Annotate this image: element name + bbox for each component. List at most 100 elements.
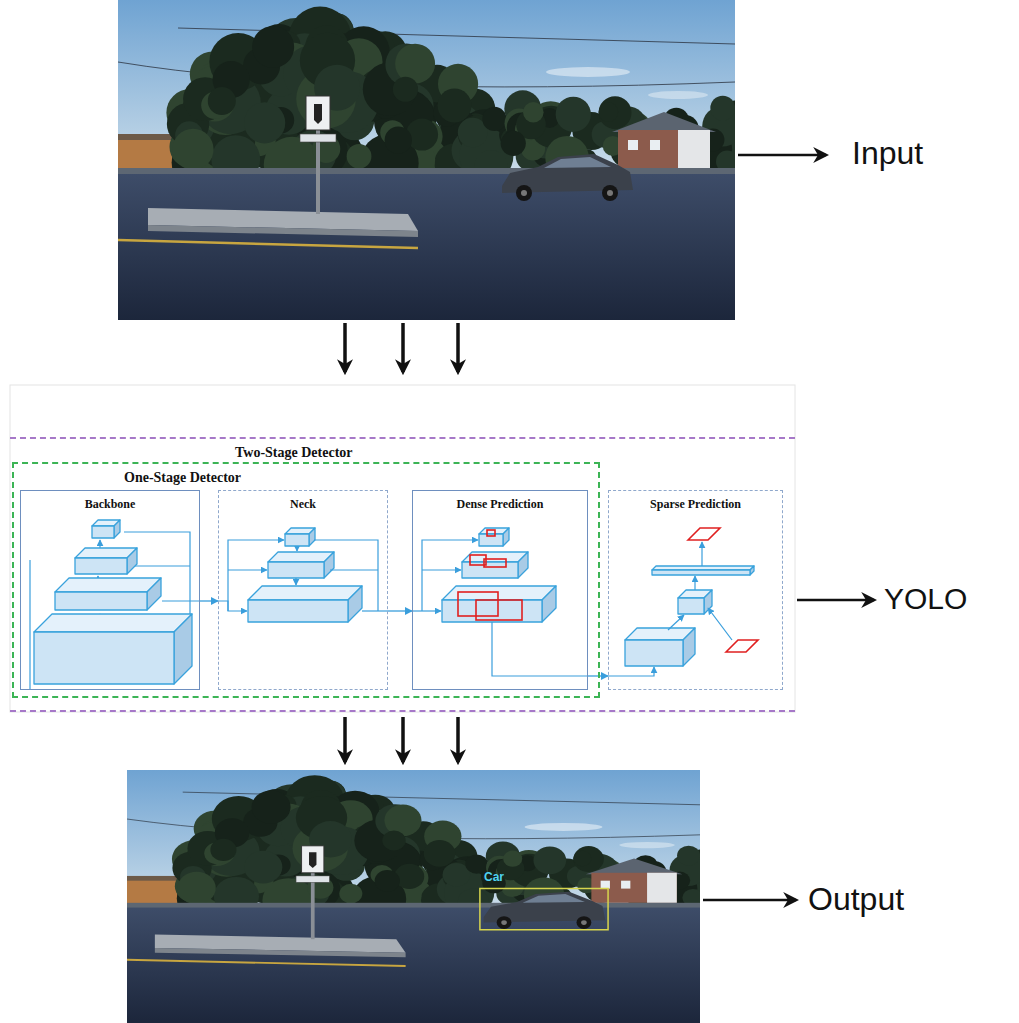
flow-arrow <box>703 899 796 902</box>
illustration-part <box>268 562 324 578</box>
illustration-part <box>406 119 438 151</box>
illustration-part <box>252 791 291 824</box>
illustration-part <box>375 870 400 892</box>
illustration-part <box>678 598 704 614</box>
anchor-box <box>484 559 506 567</box>
illustration-part <box>296 876 329 882</box>
stage-label: Output <box>808 881 904 918</box>
flow-arrow <box>456 323 460 372</box>
illustration-part <box>244 102 285 143</box>
flow-arrow <box>343 717 347 762</box>
illustration-part <box>523 102 544 123</box>
node-title: Dense Prediction <box>457 498 544 512</box>
illustration-part <box>127 770 700 920</box>
illustration-part <box>573 851 591 866</box>
illustration-part <box>118 168 735 174</box>
layer-block <box>75 548 137 574</box>
feature-wire <box>362 610 388 611</box>
illustration-part <box>602 185 618 201</box>
feature-wire <box>701 542 702 566</box>
illustration-part <box>544 157 611 168</box>
layer-block <box>678 590 712 614</box>
illustration-part <box>710 96 735 121</box>
illustration-part <box>677 846 700 866</box>
layer-block <box>34 614 192 684</box>
illustration-part <box>314 104 322 124</box>
feature-wire <box>29 560 30 690</box>
illustration-part <box>309 852 316 868</box>
illustration-part <box>648 91 708 99</box>
illustration-part <box>591 873 676 903</box>
illustration-part <box>208 87 236 115</box>
region-proposal <box>726 640 758 652</box>
flow-arrow <box>738 154 826 157</box>
illustration-part <box>581 920 587 925</box>
illustration-part <box>516 185 532 201</box>
flow-arrow <box>401 717 405 762</box>
illustration-part <box>248 600 348 622</box>
illustration-part <box>518 552 528 578</box>
feature-wire <box>422 569 461 570</box>
illustration-part <box>309 528 315 546</box>
flow-connector <box>588 675 608 676</box>
illustration-part <box>621 881 630 889</box>
feature-wire <box>314 540 378 611</box>
illustration-part <box>462 552 528 562</box>
dense-prediction-box: Dense Prediction <box>412 490 588 690</box>
layer-block <box>652 566 754 575</box>
node-title: One-Stage Detector <box>124 470 241 486</box>
illustration-part <box>210 839 236 861</box>
node-title: Two-Stage Detector <box>235 445 353 461</box>
illustration-part <box>118 172 735 320</box>
illustration-part <box>601 881 610 889</box>
illustration-part <box>542 586 556 622</box>
stage-label: Input <box>852 135 923 172</box>
illustration-part <box>482 107 506 131</box>
illustration-part <box>497 916 512 929</box>
illustration-part <box>147 578 161 610</box>
illustration-part <box>442 586 556 600</box>
node-title: Backbone <box>85 498 136 512</box>
illustration-part <box>339 884 362 904</box>
flow-arrow <box>456 717 460 762</box>
layer-block <box>442 586 556 622</box>
illustration-part <box>501 131 526 156</box>
illustration-part <box>650 140 660 150</box>
diagram-panel <box>10 385 795 712</box>
illustration-part <box>248 586 362 600</box>
illustration-part <box>302 846 324 873</box>
illustration-part <box>114 520 120 538</box>
feature-wire <box>608 667 654 676</box>
feature-wire <box>412 610 441 611</box>
illustration-part <box>127 770 700 1023</box>
layer-block <box>285 528 315 546</box>
illustration-part <box>306 96 330 130</box>
network-illustration <box>30 520 758 690</box>
illustration-part <box>385 127 412 154</box>
illustration-part <box>324 552 334 578</box>
illustration-part <box>55 578 161 592</box>
class-label: Car <box>484 871 504 885</box>
illustration-part <box>438 89 472 123</box>
illustration-part <box>75 558 127 574</box>
illustration-part <box>533 846 566 874</box>
illustration-part <box>34 632 174 684</box>
illustration-part <box>55 592 147 610</box>
layer-block <box>268 552 334 578</box>
illustration-part <box>172 129 213 170</box>
illustration-part <box>625 640 683 666</box>
flow-connector <box>388 610 412 611</box>
layer-block <box>625 628 695 666</box>
feature-wire <box>218 601 247 611</box>
illustration-part <box>546 67 630 77</box>
illustration-part <box>628 140 638 150</box>
feature-wire <box>228 569 267 570</box>
illustration-part <box>556 97 591 132</box>
illustration-part <box>127 960 406 966</box>
one-stage-region: One-Stage DetectorBackboneNeckDense Pred… <box>12 462 600 698</box>
illustration-part <box>503 528 509 546</box>
flow-arrow <box>343 323 347 372</box>
illustration-part <box>178 872 216 905</box>
illustration-part <box>704 590 712 614</box>
illustration-part <box>647 873 677 903</box>
